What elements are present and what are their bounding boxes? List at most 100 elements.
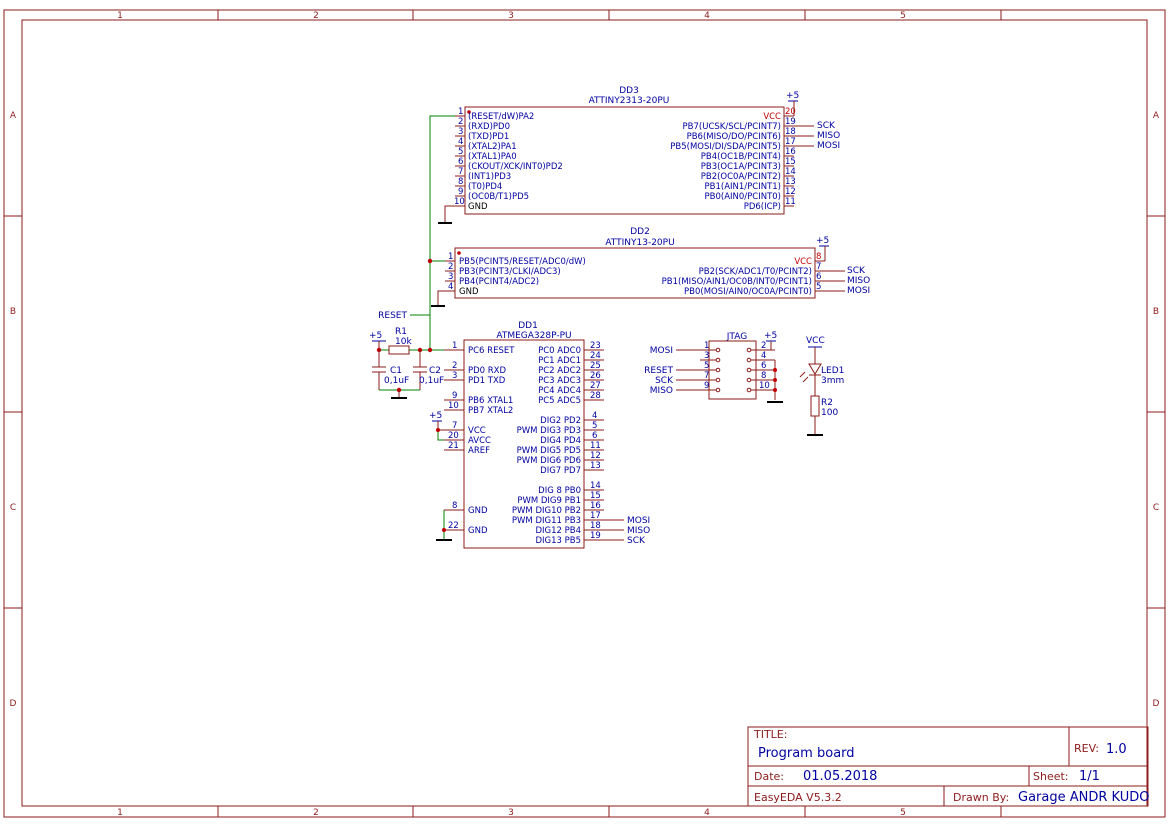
dd2-pin-name: PB4(PCINT4/ADC2) [459, 277, 539, 287]
svg-text:9: 9 [704, 381, 709, 391]
power-label: +5 [816, 236, 829, 246]
dd3-pin-name: PB3(OC1A/PCINT3) [701, 162, 781, 172]
col-label: 3 [508, 11, 514, 21]
svg-text:4: 4 [458, 137, 463, 147]
power-label: +5 [429, 411, 442, 421]
svg-text:10: 10 [759, 381, 770, 391]
reset-network: +5 R1 10k C1 0,1uF C2 0,1uF [369, 327, 444, 399]
title-block: TITLE: Program board REV: 1.0 Date: 01.0… [747, 726, 1149, 807]
svg-text:28: 28 [590, 391, 601, 401]
c2-ref: C2 [429, 366, 441, 376]
jtag-right-pins: 2 4 6 8 10 [746, 341, 775, 393]
date-value: 01.05.2018 [803, 769, 877, 784]
svg-text:7: 7 [458, 167, 463, 177]
svg-text:7: 7 [816, 262, 821, 272]
col-label: 3 [508, 808, 514, 818]
dd3-left-pins: 1(RESET/dW)PA2 2(RXD)PD0 3(TXD)PD1 4(XTA… [454, 107, 563, 212]
svg-text:8: 8 [816, 252, 821, 262]
dd3-pin-name: (T0)PD4 [468, 182, 502, 192]
svg-text:5: 5 [704, 361, 709, 371]
dd2-pin-name: PB3(PCINT3/CLKI/ADC3) [459, 267, 561, 277]
dd3-part: ATTINY2313-20PU [589, 96, 670, 106]
svg-text:26: 26 [590, 371, 601, 381]
svg-text:8: 8 [452, 501, 457, 511]
dd2-pin-name: VCC [794, 257, 812, 267]
c1-value: 0,1uF [384, 376, 409, 386]
r2-value: 100 [821, 408, 838, 418]
svg-text:19: 19 [590, 531, 601, 541]
svg-text:3: 3 [458, 127, 463, 137]
chip-dd3: DD3 ATTINY2313-20PU 1(RESET/dW)PA2 2(RXD… [438, 86, 840, 224]
svg-text:2: 2 [761, 341, 766, 351]
svg-text:10: 10 [454, 197, 465, 207]
ground-icon [438, 205, 455, 224]
dd1-pin-name: PB7 XTAL2 [468, 406, 513, 416]
col-label: 1 [117, 808, 123, 818]
dd3-pin-name: PD6(ICP) [744, 202, 781, 212]
svg-text:16: 16 [590, 501, 601, 511]
dd1-pin-name: PC2 ADC2 [538, 366, 581, 376]
net-label-miso: MISO [847, 276, 870, 286]
net-label-sck: SCK [627, 536, 646, 546]
svg-text:5: 5 [458, 147, 463, 157]
svg-text:4: 4 [592, 411, 597, 421]
rev-value: 1.0 [1106, 742, 1127, 757]
dd1-pin-name: DIG 8 PB0 [538, 486, 581, 496]
dd2-power-symbol: +5 [816, 236, 829, 261]
dd3-pin-name: (TXD)PD1 [468, 132, 509, 142]
svg-text:8: 8 [761, 371, 766, 381]
net-label-reset: RESET [644, 366, 673, 376]
net-label-mosi: MOSI [627, 516, 650, 526]
dd1-pin-name: PC3 ADC3 [538, 376, 581, 386]
row-label: C [1153, 503, 1159, 513]
dd2-pin-name: PB2(SCK/ADC1/T0/PCINT2) [699, 267, 812, 277]
net-label-sck: SCK [655, 376, 674, 386]
dd1-ref: DD1 [518, 321, 538, 331]
rev-label: REV: [1074, 742, 1099, 755]
svg-text:6: 6 [816, 272, 821, 282]
svg-text:11: 11 [785, 197, 796, 207]
sheet-title: Program board [758, 746, 855, 761]
svg-text:14: 14 [590, 481, 601, 491]
r1-ref: R1 [395, 327, 407, 337]
row-label: A [10, 111, 17, 121]
col-label: 2 [313, 11, 319, 21]
svg-text:15: 15 [785, 157, 796, 167]
svg-text:12: 12 [590, 451, 601, 461]
svg-text:17: 17 [590, 511, 601, 521]
svg-text:12: 12 [785, 187, 796, 197]
dd1-pin-name: AREF [468, 446, 490, 456]
net-label-reset: RESET [378, 311, 407, 321]
svg-text:13: 13 [590, 461, 601, 471]
power-label: +5 [764, 331, 777, 341]
title-label: TITLE: [753, 728, 787, 741]
dd3-pin-name: (XTAL1)PA0 [468, 152, 517, 162]
net-label-miso: MISO [650, 386, 673, 396]
svg-text:1: 1 [448, 252, 453, 262]
jtag-connector: JTAG 1 3 5 7 9 2 4 6 8 10 MOSI RESET SCK… [644, 331, 783, 403]
svg-text:14: 14 [785, 167, 796, 177]
svg-text:3: 3 [448, 272, 453, 282]
dd1-pin-name: GND [468, 506, 488, 516]
svg-text:18: 18 [590, 521, 601, 531]
dd3-pin-name: (INT1)PD3 [468, 172, 511, 182]
drawn-by-value: Garage ANDR KUDO [1018, 790, 1149, 805]
led-value: 3mm [821, 376, 844, 386]
svg-text:8: 8 [458, 177, 463, 187]
sheet-label: Sheet: [1033, 770, 1069, 783]
col-label: 1 [117, 11, 123, 21]
svg-text:16: 16 [785, 147, 796, 157]
dd2-pin-name: PB1(MISO/AIN1/OC0B/INT0/PCINT1) [662, 277, 812, 287]
dd3-pin-name: PB5(MOSI/DI/SDA/PCINT5) [670, 142, 781, 152]
svg-text:17: 17 [785, 137, 796, 147]
svg-text:3: 3 [704, 351, 709, 361]
svg-text:19: 19 [785, 117, 796, 127]
net-label-sck: SCK [847, 266, 866, 276]
svg-text:23: 23 [590, 341, 601, 351]
dd3-pin-name: GND [468, 202, 488, 212]
svg-text:4: 4 [448, 282, 453, 292]
svg-text:24: 24 [590, 351, 601, 361]
